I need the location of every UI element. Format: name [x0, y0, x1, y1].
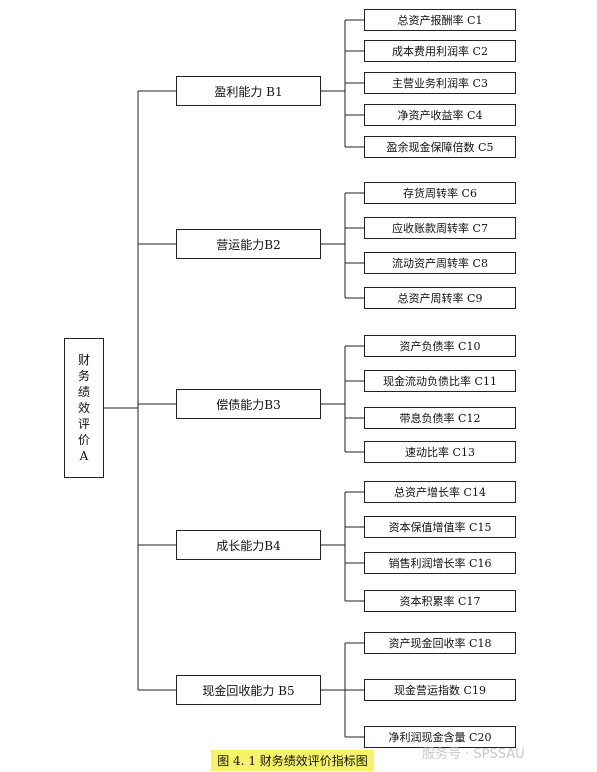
indicator-node-label: 净资产收益率 C4	[397, 109, 483, 122]
indicator-node-label: 资产现金回收率 C18	[388, 637, 492, 650]
indicator-node: 成本费用利润率 C2	[364, 40, 516, 62]
branch-node-b3: 偿债能力B3	[176, 389, 321, 419]
indicator-node-label: 带息负债率 C12	[399, 412, 481, 425]
indicator-node: 资本积累率 C17	[364, 590, 516, 612]
indicator-node: 速动比率 C13	[364, 441, 516, 463]
indicator-node: 总资产增长率 C14	[364, 481, 516, 503]
indicator-node-label: 资本保值增值率 C15	[388, 521, 492, 534]
branch-node-b5-label: 现金回收能力 B5	[202, 683, 295, 698]
indicator-node-label: 应收账款周转率 C7	[392, 222, 488, 235]
branch-node-b5: 现金回收能力 B5	[176, 675, 321, 705]
indicator-node-label: 成本费用利润率 C2	[392, 45, 488, 58]
indicator-node-label: 存货周转率 C6	[403, 187, 477, 200]
indicator-node: 存货周转率 C6	[364, 182, 516, 204]
indicator-node-label: 净利润现金含量 C20	[388, 731, 492, 744]
indicator-node-label: 总资产周转率 C9	[397, 292, 483, 305]
indicator-node: 销售利润增长率 C16	[364, 552, 516, 574]
indicator-node: 资本保值增值率 C15	[364, 516, 516, 538]
indicator-node: 现金流动负债比率 C11	[364, 370, 516, 392]
indicator-node-label: 销售利润增长率 C16	[388, 557, 492, 570]
indicator-node-label: 资本积累率 C17	[399, 595, 481, 608]
indicator-node: 盈余现金保障倍数 C5	[364, 136, 516, 158]
branch-node-b1: 盈利能力 B1	[176, 76, 321, 106]
indicator-node-label: 盈余现金保障倍数 C5	[386, 141, 494, 154]
indicator-node-label: 现金营运指数 C19	[394, 684, 486, 697]
branch-node-b2-label: 营运能力B2	[216, 237, 281, 252]
indicator-node-label: 速动比率 C13	[405, 446, 475, 459]
indicator-node: 带息负债率 C12	[364, 407, 516, 429]
indicator-node-label: 现金流动负债比率 C11	[383, 375, 497, 388]
branch-node-b3-label: 偿债能力B3	[216, 397, 281, 412]
indicator-node-label: 主营业务利润率 C3	[392, 77, 488, 90]
root-node: 财务绩效评价A	[64, 338, 104, 478]
root-node-label: 财务绩效评价A	[77, 353, 90, 463]
indicator-node: 资产负债率 C10	[364, 335, 516, 357]
branch-node-b4-label: 成长能力B4	[216, 538, 281, 553]
indicator-node: 现金营运指数 C19	[364, 679, 516, 701]
indicator-node: 净资产收益率 C4	[364, 104, 516, 126]
figure-caption: 图 4. 1 财务绩效评价指标图	[211, 750, 374, 771]
indicator-node: 资产现金回收率 C18	[364, 632, 516, 654]
indicator-node: 总资产报酬率 C1	[364, 9, 516, 31]
branch-node-b2: 营运能力B2	[176, 229, 321, 259]
indicator-node: 净利润现金含量 C20	[364, 726, 516, 748]
indicator-node-label: 资产负债率 C10	[399, 340, 481, 353]
branch-node-b1-label: 盈利能力 B1	[214, 84, 283, 99]
indicator-node-label: 总资产增长率 C14	[394, 486, 486, 499]
indicator-node-label: 流动资产周转率 C8	[392, 257, 488, 270]
watermark-text: 服务号 · SPSSAU	[422, 747, 525, 762]
branch-node-b4: 成长能力B4	[176, 530, 321, 560]
indicator-node: 总资产周转率 C9	[364, 287, 516, 309]
indicator-node: 主营业务利润率 C3	[364, 72, 516, 94]
indicator-node-label: 总资产报酬率 C1	[397, 14, 483, 27]
indicator-node: 应收账款周转率 C7	[364, 217, 516, 239]
indicator-node: 流动资产周转率 C8	[364, 252, 516, 274]
